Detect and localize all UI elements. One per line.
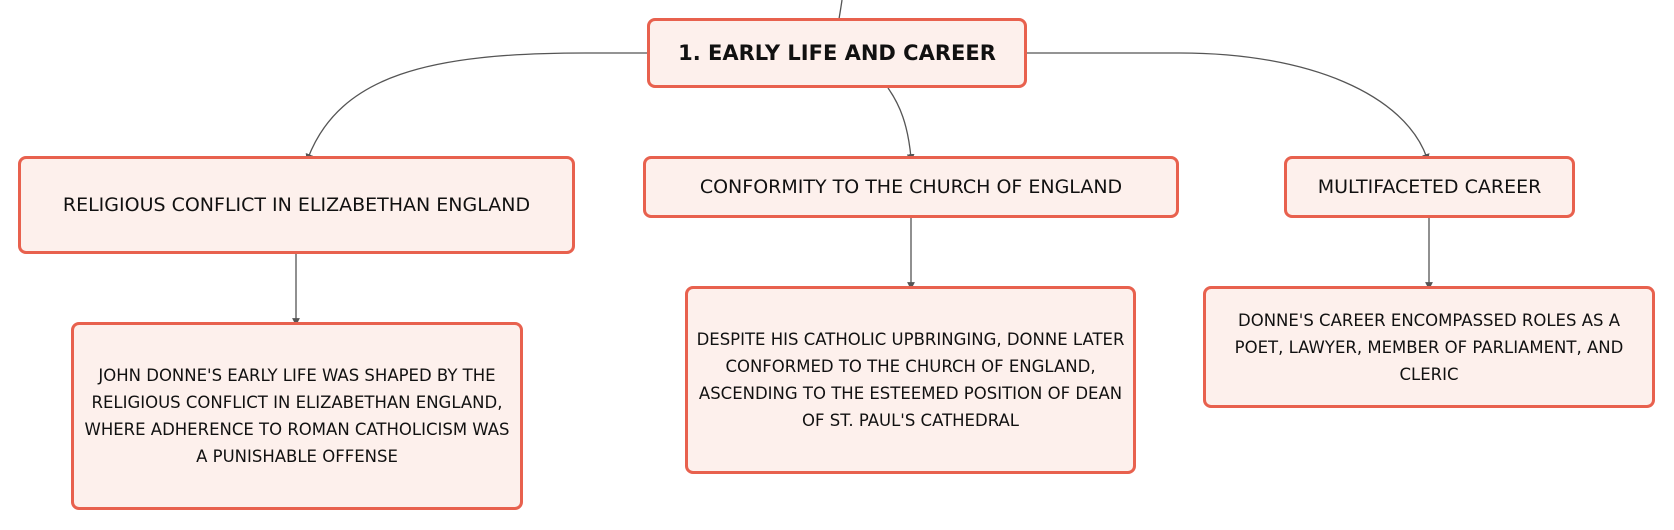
- branch-node-label: RELIGIOUS CONFLICT IN ELIZABETHAN ENGLAN…: [62, 194, 531, 216]
- detail-node-text: DESPITE HIS CATHOLIC UPBRINGING, DONNE L…: [696, 330, 1125, 430]
- detail-node-conformity[interactable]: DESPITE HIS CATHOLIC UPBRINGING, DONNE L…: [685, 286, 1136, 474]
- root-node[interactable]: 1. EARLY LIFE AND CAREER: [647, 18, 1027, 88]
- detail-node-text: DONNE'S CAREER ENCOMPASSED ROLES AS A PO…: [1234, 310, 1624, 384]
- detail-node-multifaceted-career[interactable]: DONNE'S CAREER ENCOMPASSED ROLES AS A PO…: [1203, 286, 1655, 408]
- connector-root-to-branch-2: [887, 87, 915, 162]
- detail-node-religious-conflict[interactable]: JOHN DONNE'S EARLY LIFE WAS SHAPED BY TH…: [71, 322, 523, 510]
- connector-root-to-branch-1: [305, 52, 649, 162]
- branch-node-conformity[interactable]: CONFORMITY TO THE CHURCH OF ENGLAND: [643, 156, 1179, 218]
- branch-node-label: MULTIFACETED CAREER: [1317, 176, 1542, 198]
- branch-node-multifaceted-career[interactable]: MULTIFACETED CAREER: [1284, 156, 1575, 218]
- branch-node-label: CONFORMITY TO THE CHURCH OF ENGLAND: [699, 176, 1123, 198]
- branch-node-religious-conflict[interactable]: RELIGIOUS CONFLICT IN ELIZABETHAN ENGLAN…: [18, 156, 575, 254]
- detail-node-text: JOHN DONNE'S EARLY LIFE WAS SHAPED BY TH…: [84, 366, 510, 466]
- connector-from-parent: [838, 0, 843, 20]
- connector-root-to-branch-3: [1025, 52, 1430, 162]
- root-node-label: 1. EARLY LIFE AND CAREER: [678, 41, 996, 65]
